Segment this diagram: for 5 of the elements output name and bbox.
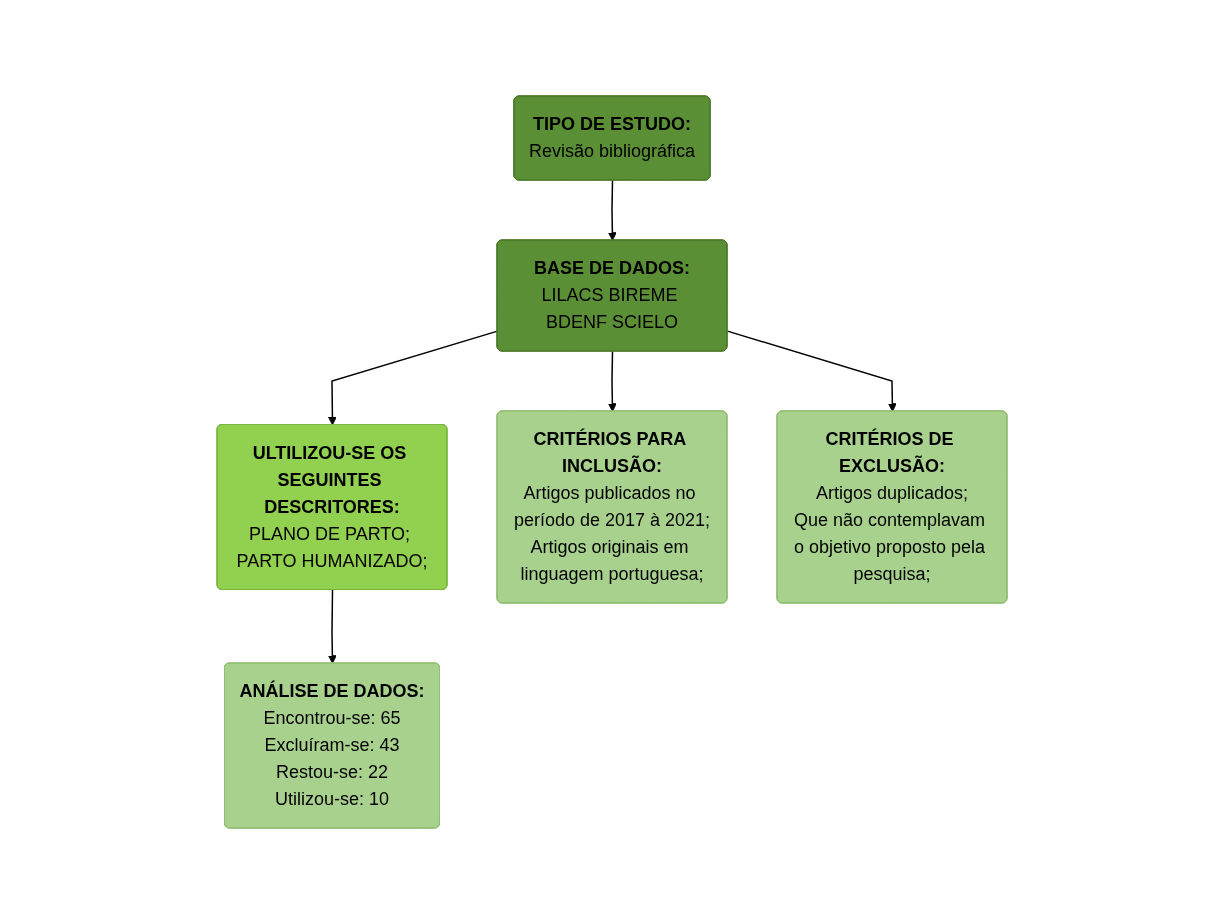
arrow: [327, 588, 337, 664]
arrow: [607, 179, 617, 241]
arrow: [327, 329, 498, 425]
arrow: [607, 350, 617, 412]
arrow: [726, 329, 897, 412]
